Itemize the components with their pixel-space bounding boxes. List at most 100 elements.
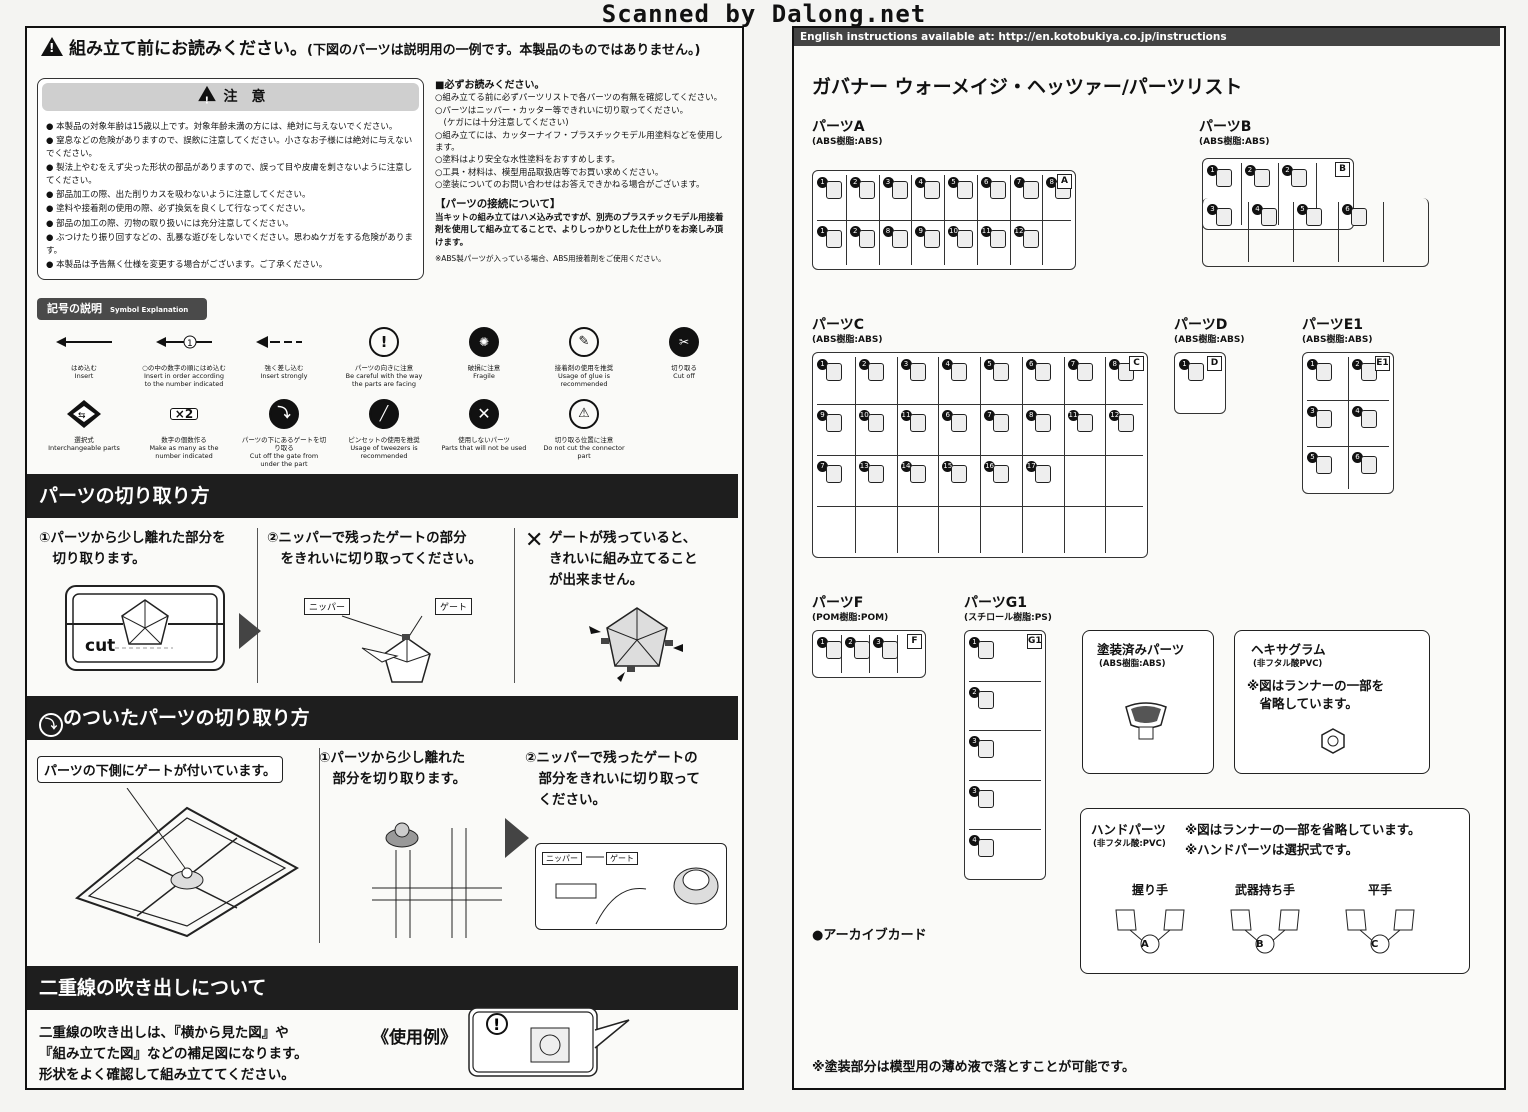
runner-part: 2 bbox=[858, 359, 885, 385]
symbol-label-jp: 数字の個数作る bbox=[161, 436, 207, 444]
symbol-label-en: Make as many as the number indicated bbox=[149, 444, 219, 460]
part-shape bbox=[1022, 181, 1039, 199]
runner-tag: C bbox=[1129, 356, 1144, 371]
numbered-insert-arrow-icon: 1 bbox=[141, 326, 227, 358]
part-shape bbox=[957, 181, 973, 199]
parts-g1-name: パーツG1 bbox=[964, 595, 1027, 611]
english-instructions-banner[interactable]: English instructions available at: http:… bbox=[794, 28, 1500, 46]
parts-c-label: パーツC(ABS樹脂:ABS) bbox=[812, 318, 882, 348]
runner-part: 2 bbox=[849, 177, 876, 203]
part-number: 1 bbox=[1207, 165, 1218, 176]
hand-pair-icon bbox=[1220, 904, 1310, 959]
symbol-heading-en: Symbol Explanation bbox=[110, 306, 189, 314]
archive-card: ●アーカイブカード bbox=[812, 928, 927, 943]
part-shape bbox=[978, 789, 994, 808]
runner-part: 5 bbox=[1307, 452, 1333, 478]
runner-part: 3 bbox=[969, 785, 995, 812]
part-number: 8 bbox=[882, 226, 894, 237]
part-number: 8 bbox=[1109, 359, 1121, 370]
runner-frame bbox=[1105, 357, 1107, 553]
runner-part: 5 bbox=[984, 359, 1010, 385]
part-number: 2 bbox=[858, 359, 870, 370]
symbol-label-jp: 切り取る bbox=[671, 364, 697, 372]
band-double-line-text: 二重線の吹き出しについて bbox=[39, 977, 267, 999]
painted-parts-title: 塗装済みパーツ bbox=[1097, 642, 1185, 657]
caution-box: 注 意 ● 本製品の対象年齢は15歳以上です。対象年齢未満の方には、絶対に与えな… bbox=[37, 78, 424, 280]
gate-remains-illustration bbox=[587, 598, 687, 683]
painted-parts-material: (ABS樹脂:ABS) bbox=[1099, 659, 1166, 669]
band-gate-text: のついたパーツの切り取り方 bbox=[63, 707, 310, 729]
not-used-icon: ✕ bbox=[441, 398, 527, 430]
part-number: 2 bbox=[1352, 359, 1363, 370]
parts-b-material: (ABS樹脂:ABS) bbox=[1199, 137, 1270, 147]
part-shape bbox=[951, 414, 968, 432]
connect-text: 当キットの組み立てはハメ込み式ですが、別売のプラスチックモデル用接着剤を使用して… bbox=[435, 213, 724, 248]
part-shape bbox=[867, 363, 884, 381]
symbol-label-en: Fragile bbox=[473, 372, 495, 380]
runner-part: 8 bbox=[882, 226, 909, 252]
runner-part: 5 bbox=[948, 177, 974, 203]
runner-frame bbox=[878, 175, 880, 265]
caution-heading: 注 意 bbox=[42, 83, 419, 111]
part-number: 12 bbox=[1013, 226, 1025, 237]
painted-part-icon bbox=[1125, 702, 1167, 740]
part-shape bbox=[924, 230, 941, 248]
part-shape bbox=[989, 181, 1006, 199]
part-number: 8 bbox=[1025, 410, 1037, 421]
runner-tag: F bbox=[907, 634, 922, 649]
symbol-label-jp: パーツの向きに注意 bbox=[354, 364, 414, 372]
symbol-heading-jp: 記号の説明 bbox=[47, 302, 102, 315]
runner-part: 2 bbox=[969, 686, 995, 713]
band-cutting: パーツの切り取り方 bbox=[27, 474, 738, 518]
runner-frame bbox=[969, 730, 1041, 732]
svg-text:1: 1 bbox=[187, 339, 193, 349]
part-number: 7 bbox=[984, 410, 995, 421]
part-number: 14 bbox=[900, 461, 912, 472]
hand-note-1: ※図はランナーの一部を省略しています。 bbox=[1185, 822, 1421, 837]
part-shape bbox=[1291, 169, 1307, 187]
hand-parts-box: ハンドパーツ (非フタル酸:PVC) ※図はランナーの一部を省略しています。 ※… bbox=[1080, 808, 1470, 974]
part-number: 2 bbox=[969, 686, 980, 698]
symbol-label-en: Interchangeable parts bbox=[48, 444, 120, 452]
symbol-label-jp: パーツの下にあるゲートを切り取る bbox=[241, 436, 327, 452]
hand-pair-icon bbox=[1335, 904, 1425, 959]
hand-parts-title: ハンドパーツ bbox=[1091, 822, 1166, 837]
hexagram-note: ※図はランナーの一部を 省略しています。 bbox=[1247, 678, 1385, 711]
part-shape bbox=[909, 414, 926, 432]
connector-icon: ⚠ bbox=[541, 398, 627, 430]
runner-part: 12 bbox=[1013, 226, 1040, 252]
cut-illustration: cut bbox=[63, 578, 228, 676]
svg-text:⇆: ⇆ bbox=[78, 411, 86, 421]
part-shape bbox=[1188, 363, 1204, 381]
part-number: 9 bbox=[915, 226, 927, 237]
runner-frame bbox=[1021, 357, 1023, 553]
usage-example: 《使用例》 bbox=[372, 1028, 457, 1048]
part-shape bbox=[1316, 409, 1332, 428]
runner-frame bbox=[1293, 202, 1294, 262]
parts-e1-name: パーツE1 bbox=[1302, 317, 1364, 333]
runner-part: 4 bbox=[969, 835, 995, 861]
hand-letter: C bbox=[1371, 939, 1379, 950]
divider bbox=[514, 528, 515, 683]
part-number: 12 bbox=[1109, 410, 1121, 421]
part-shape bbox=[867, 465, 884, 483]
connect-note: ※ABS製パーツが入っている場合、ABS用接着剤をご使用ください。 bbox=[435, 254, 666, 264]
times-two-icon: ×2 bbox=[141, 398, 227, 430]
part-number: 2 bbox=[849, 226, 861, 237]
runner-frame bbox=[944, 175, 945, 265]
part-number: 7 bbox=[817, 461, 828, 472]
runner-part: 1 bbox=[969, 637, 995, 663]
symbol-label-jp: はめ込む bbox=[71, 364, 97, 372]
runner-frame bbox=[980, 357, 981, 553]
runner-part: 9 bbox=[817, 410, 843, 436]
runner-frame bbox=[969, 829, 1041, 831]
parts-list-title: ガバナー ウォーメイジ・ヘッツァー/パーツリスト bbox=[812, 76, 1243, 98]
